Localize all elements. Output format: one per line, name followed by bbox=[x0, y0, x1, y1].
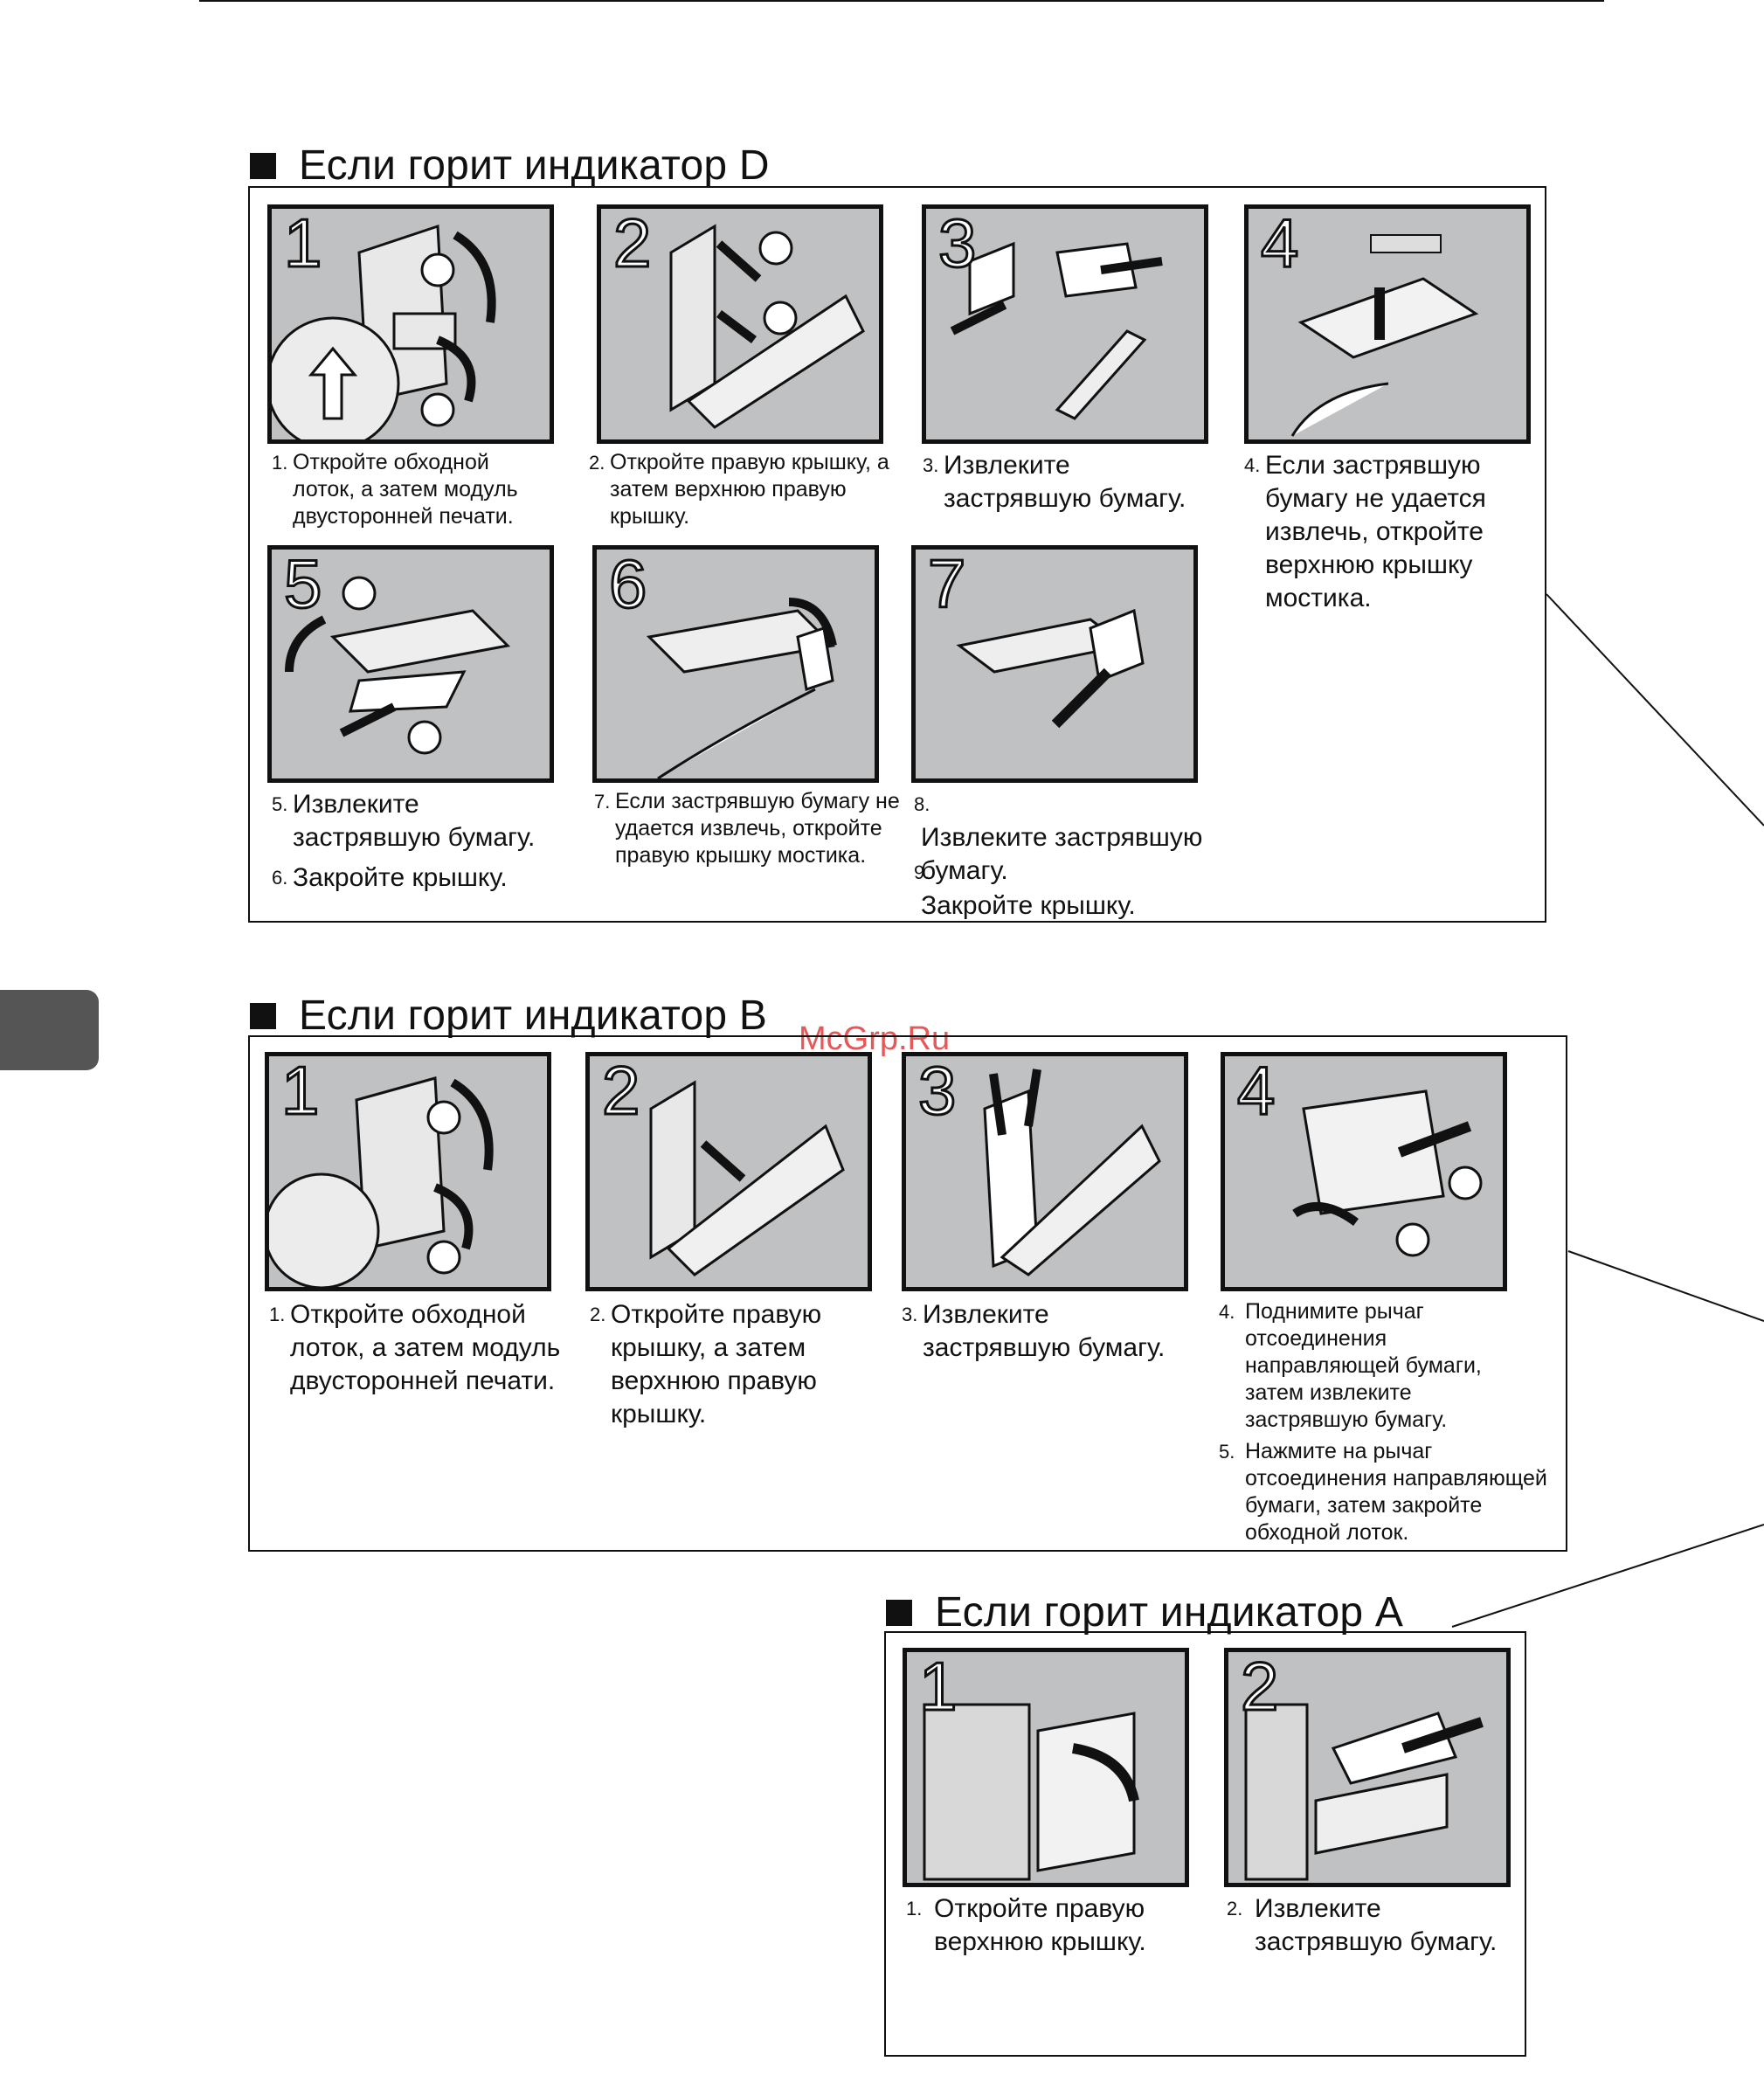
panel-number: 4 bbox=[1235, 1052, 1276, 1129]
chapter-tab bbox=[0, 990, 99, 1070]
panel-d-6: 6 bbox=[592, 545, 879, 783]
step-d-5: 5.Извлеките застрявшую бумагу. bbox=[272, 790, 536, 852]
section-d-heading: Если горит индикатор D bbox=[250, 145, 770, 187]
step-d-6: 6.Закройте крышку. bbox=[272, 863, 508, 892]
section-a-heading: Если горит индикатор A bbox=[886, 1592, 1403, 1634]
step-d-2: 2.Откройте правую крышку, а затем верхню… bbox=[589, 450, 889, 529]
panel-number: 1 bbox=[917, 1648, 958, 1725]
top-rule bbox=[199, 0, 1604, 2]
panel-number: 2 bbox=[1239, 1648, 1279, 1725]
panel-number: 3 bbox=[937, 204, 977, 281]
step-b-2: 2.Откройте правую крышку, а затем верхню… bbox=[590, 1300, 822, 1428]
step-b-4: 4.Поднимите рычаг отсоединения направляю… bbox=[1219, 1299, 1482, 1432]
watermark: McGrp.Ru bbox=[799, 1020, 951, 1057]
section-d-title: Если горит индикатор D bbox=[299, 142, 770, 189]
panel-d-3: 3 bbox=[922, 204, 1208, 444]
step-d-3: 3.Извлеките застрявшую бумагу. bbox=[923, 451, 1186, 513]
panel-number: 3 bbox=[917, 1052, 957, 1129]
panel-number: 2 bbox=[612, 204, 652, 281]
panel-a-1: 1 bbox=[903, 1648, 1189, 1887]
section-d-box bbox=[248, 186, 1546, 923]
panel-number: 6 bbox=[607, 545, 647, 622]
step-d-1: 1.Откройте обходной лоток, а затем модул… bbox=[272, 450, 518, 529]
step-d-7: 7.Если застрявшую бумагу не удается извл… bbox=[594, 789, 900, 868]
step-a-1: 1.Откройте правую верхнюю крышку. bbox=[906, 1894, 1146, 1956]
illustration-remove-paper bbox=[983, 1069, 1161, 1276]
step-b-1: 1.Откройте обходной лоток, а затем модул… bbox=[269, 1300, 561, 1395]
illustration-bridge-paper bbox=[285, 576, 511, 755]
illustration-right-cover bbox=[669, 224, 865, 429]
panel-number: 1 bbox=[282, 204, 322, 281]
section-b-heading: Если горит индикатор B bbox=[250, 995, 767, 1037]
heading-square-icon bbox=[250, 153, 276, 179]
panel-b-3: 3 bbox=[902, 1052, 1188, 1291]
illustration-bypass-tray bbox=[272, 224, 496, 439]
illustration-right-cover bbox=[649, 1080, 845, 1276]
section-b-box bbox=[248, 1035, 1567, 1552]
illustration-remove-paper bbox=[1244, 1703, 1484, 1881]
panel-b-4: 4 bbox=[1221, 1052, 1507, 1291]
step-d-9: 9.Закройте крышку. bbox=[914, 861, 1136, 920]
step-b-3: 3.Извлеките застрявшую бумагу. bbox=[902, 1300, 1166, 1362]
panel-number: 1 bbox=[280, 1052, 320, 1129]
panel-number: 2 bbox=[600, 1052, 640, 1129]
illustration-bridge-right-cover bbox=[646, 598, 837, 778]
panel-number: 4 bbox=[1259, 204, 1299, 281]
panel-d-2: 2 bbox=[597, 204, 883, 444]
heading-square-icon bbox=[250, 1003, 276, 1029]
panel-d-5: 5 bbox=[267, 545, 554, 783]
section-a-box bbox=[884, 1631, 1526, 2057]
illustration-remove-paper bbox=[950, 241, 1163, 420]
illustration-bridge-top-cover bbox=[1290, 234, 1479, 437]
illustration-bypass-tray bbox=[269, 1076, 494, 1287]
illustration-guide-lever bbox=[1292, 1089, 1483, 1257]
step-d-8: 8.Извлеките застрявшую бумагу. bbox=[914, 793, 1203, 885]
section-b-title: Если горит индикатор B bbox=[299, 993, 768, 1039]
panel-number: 7 bbox=[926, 545, 966, 622]
section-a-title: Если горит индикатор A bbox=[935, 1589, 1404, 1636]
panel-a-2: 2 bbox=[1224, 1648, 1511, 1887]
illustration-bridge-remove bbox=[956, 608, 1145, 729]
panel-b-1: 1 bbox=[265, 1052, 551, 1291]
step-d-4: 4.Если застрявшую бумагу не удается извл… bbox=[1244, 451, 1486, 612]
step-a-2: 2.Извлеките застрявшую бумагу. bbox=[1227, 1894, 1498, 1956]
heading-square-icon bbox=[886, 1600, 912, 1626]
panel-d-1: 1 bbox=[267, 204, 554, 444]
panel-number: 5 bbox=[282, 545, 322, 622]
step-b-5: 5.Нажмите на рычаг отсоединения направля… bbox=[1219, 1439, 1547, 1545]
panel-d-7: 7 bbox=[911, 545, 1198, 783]
panel-b-2: 2 bbox=[585, 1052, 872, 1291]
panel-d-4: 4 bbox=[1244, 204, 1531, 444]
illustration-upper-right-cover bbox=[923, 1703, 1139, 1881]
